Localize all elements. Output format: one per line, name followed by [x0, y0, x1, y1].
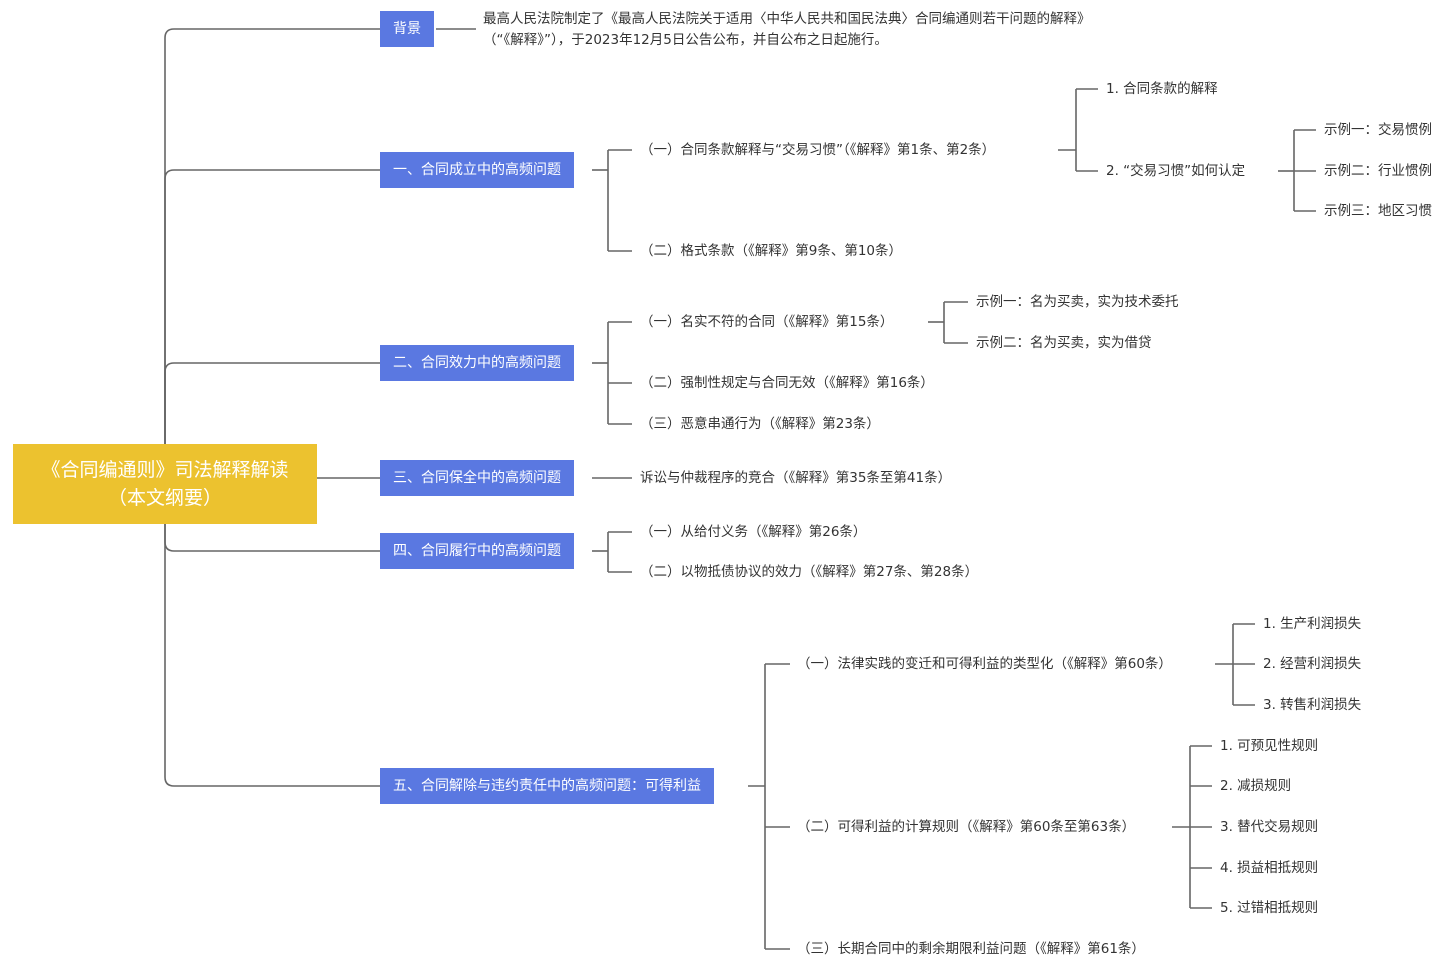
branch-termination[interactable]: 五、合同解除与违约责任中的高频问题：可得利益	[380, 768, 714, 804]
root-subtitle: （本文纲要）	[107, 487, 222, 509]
node-b5-s1-item[interactable]: 2. 经营利润损失	[1263, 656, 1362, 672]
node-b5-s1-item[interactable]: 1. 生产利润损失	[1263, 616, 1362, 632]
root-topic[interactable]: 《合同编通则》司法解释解读 （本文纲要）	[13, 444, 317, 524]
node-b1-ex3[interactable]: 示例三：地区习惯	[1324, 203, 1432, 219]
branch-performance[interactable]: 四、合同履行中的高频问题	[380, 533, 574, 569]
node-b1-s1-2[interactable]: 2. “交易习惯”如何认定	[1106, 163, 1246, 179]
node-b2-ex2[interactable]: 示例二：名为买卖，实为借贷	[976, 335, 1152, 351]
node-b1-ex2[interactable]: 示例二：行业惯例	[1324, 163, 1432, 179]
root-title: 《合同编通则》司法解释解读	[41, 459, 289, 481]
node-b2-s2[interactable]: （二）强制性规定与合同无效（《解释》第16条）	[640, 375, 934, 391]
node-b4-s2[interactable]: （二）以物抵债协议的效力（《解释》第27条、第28条）	[640, 564, 979, 580]
branch-formation[interactable]: 一、合同成立中的高频问题	[380, 152, 574, 188]
node-b2-ex1[interactable]: 示例一：名为买卖，实为技术委托	[976, 294, 1179, 310]
branch-preservation[interactable]: 三、合同保全中的高频问题	[380, 460, 574, 496]
background-text: 最高人民法院制定了《最高人民法院关于适用〈中华人民共和国民法典〉合同编通则若干问…	[483, 11, 1091, 48]
node-b5-s2[interactable]: （二）可得利益的计算规则（《解释》第60条至第63条）	[797, 819, 1136, 835]
node-b3-s1[interactable]: 诉讼与仲裁程序的竞合（《解释》第35条至第41条）	[640, 470, 952, 486]
node-b1-s1-1[interactable]: 1. 合同条款的解释	[1106, 81, 1218, 97]
node-b1-ex1[interactable]: 示例一：交易惯例	[1324, 122, 1432, 138]
node-b4-s1[interactable]: （一）从给付义务（《解释》第26条）	[640, 524, 867, 540]
node-b5-s1[interactable]: （一）法律实践的变迁和可得利益的类型化（《解释》第60条）	[797, 656, 1172, 672]
node-b5-s2-item[interactable]: 1. 可预见性规则	[1220, 738, 1319, 754]
node-b5-s1-item[interactable]: 3. 转售利润损失	[1263, 697, 1362, 713]
branch-validity[interactable]: 二、合同效力中的高频问题	[380, 345, 574, 381]
node-b5-s2-item[interactable]: 3. 替代交易规则	[1220, 819, 1319, 835]
node-b1-s2[interactable]: （二）格式条款（《解释》第9条、第10条）	[640, 243, 903, 259]
node-b5-s2-item[interactable]: 2. 减损规则	[1220, 778, 1292, 794]
branch-background[interactable]: 背景	[380, 11, 434, 47]
node-b1-s1[interactable]: （一）合同条款解释与“交易习惯”（《解释》第1条、第2条）	[640, 142, 996, 158]
node-b2-s3[interactable]: （三）恶意串通行为（《解释》第23条）	[640, 416, 880, 432]
node-b5-s2-item[interactable]: 5. 过错相抵规则	[1220, 900, 1319, 916]
node-b2-s1[interactable]: （一）名实不符的合同（《解释》第15条）	[640, 314, 894, 330]
node-b5-s3[interactable]: （三）长期合同中的剩余期限利益问题（《解释》第61条）	[797, 941, 1145, 957]
node-b5-s2-item[interactable]: 4. 损益相抵规则	[1220, 860, 1319, 876]
